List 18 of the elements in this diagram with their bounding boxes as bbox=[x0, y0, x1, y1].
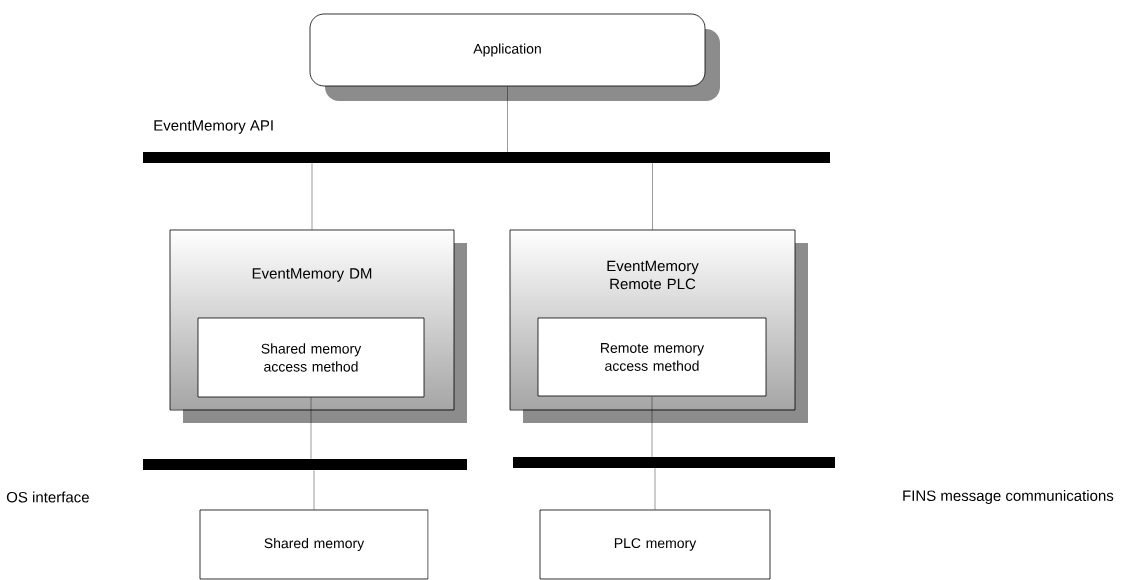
rounded-box: Application bbox=[309, 13, 720, 101]
connector-line bbox=[652, 163, 653, 230]
bus-bar bbox=[143, 459, 467, 470]
bus-label: FINS message communications bbox=[903, 490, 1114, 504]
process-box: PLC memory bbox=[539, 509, 771, 580]
process-box: Remote memory access method bbox=[537, 317, 767, 397]
bus-label: OS interface bbox=[6, 491, 89, 503]
bus-label: EventMemory API bbox=[154, 120, 273, 134]
bus-bar bbox=[143, 152, 830, 163]
bus-bar bbox=[513, 457, 835, 468]
connector-line bbox=[507, 86, 508, 152]
process-box: Shared memory bbox=[199, 509, 429, 580]
connector-line bbox=[310, 397, 312, 459]
connector-line bbox=[311, 163, 313, 230]
process-box: Shared memory access method bbox=[197, 317, 425, 398]
connector-line bbox=[651, 396, 653, 457]
connector-line bbox=[313, 470, 315, 510]
connector-line bbox=[654, 468, 656, 510]
